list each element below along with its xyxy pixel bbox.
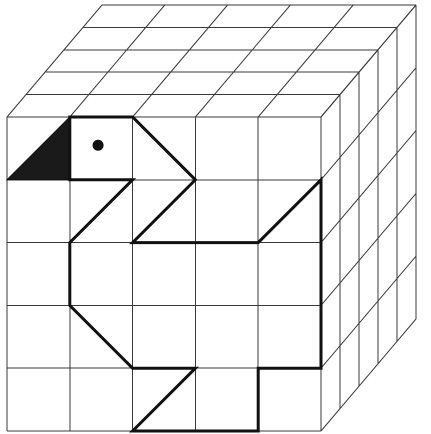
beak-shape xyxy=(7,117,70,180)
top-grid-receding-line xyxy=(133,5,228,117)
side-grid-receding-line xyxy=(321,193,416,305)
top-face-grid xyxy=(7,5,416,117)
top-grid-receding-line xyxy=(7,5,102,117)
side-grid-receding-line xyxy=(321,256,416,368)
top-grid-receding-line xyxy=(70,5,165,117)
top-grid-receding-line xyxy=(258,5,353,117)
top-grid-receding-line xyxy=(195,5,290,117)
eye-dot xyxy=(93,140,104,151)
side-grid-receding-line xyxy=(321,5,416,117)
side-grid-receding-line xyxy=(321,131,416,243)
duck-drawing xyxy=(7,117,321,431)
side-face-grid xyxy=(321,5,416,431)
side-grid-receding-line xyxy=(321,68,416,180)
side-grid-receding-line xyxy=(321,319,416,431)
